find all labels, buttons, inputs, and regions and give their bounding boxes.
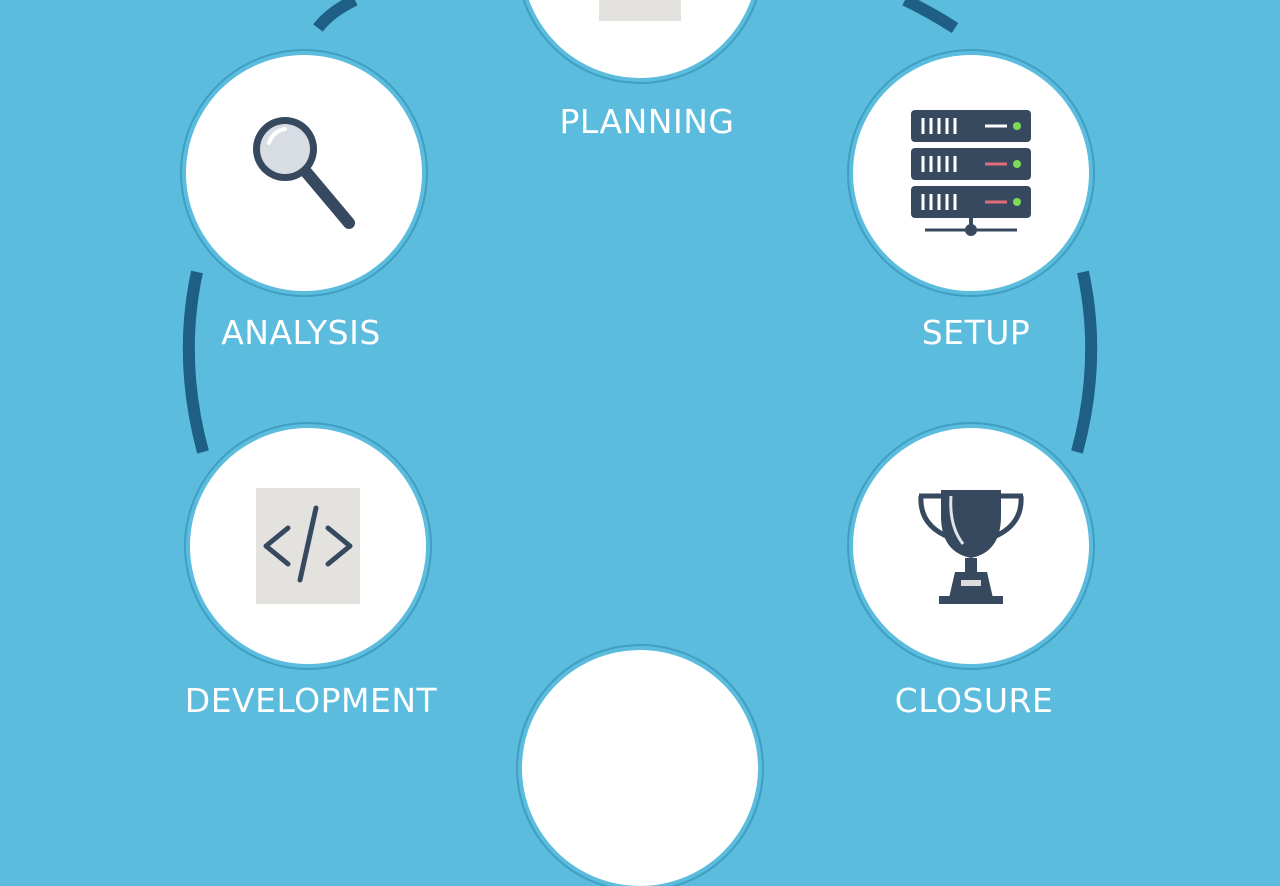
stage-node-bottom[interactable] [522, 650, 758, 886]
ring-arc-top-right [902, 0, 959, 34]
cycle-ring [182, 0, 1098, 454]
ring-arc-right [1071, 270, 1098, 454]
magnifier-icon [253, 117, 355, 229]
stage-label-closure: CLOSURE [894, 681, 1054, 720]
stage-label-analysis: ANALYSIS [221, 313, 381, 352]
document-icon [599, 0, 681, 21]
stage-node-development[interactable] [190, 428, 426, 664]
stage-node-closure[interactable] [853, 428, 1089, 664]
server-icon [911, 110, 1031, 236]
ring-arc-top-left [313, 0, 358, 32]
stage-label-development: DEVELOPMENT [184, 681, 438, 720]
ring-arc-left [182, 270, 209, 454]
process-cycle-diagram: PLANNING [182, 0, 1098, 886]
stage-label-planning: PLANNING [559, 102, 735, 141]
stage-node-analysis[interactable] [186, 55, 422, 291]
stage-node-setup[interactable] [853, 55, 1089, 291]
trophy-icon [918, 490, 1024, 604]
stage-label-setup: SETUP [921, 313, 1031, 352]
code-icon [256, 488, 360, 604]
